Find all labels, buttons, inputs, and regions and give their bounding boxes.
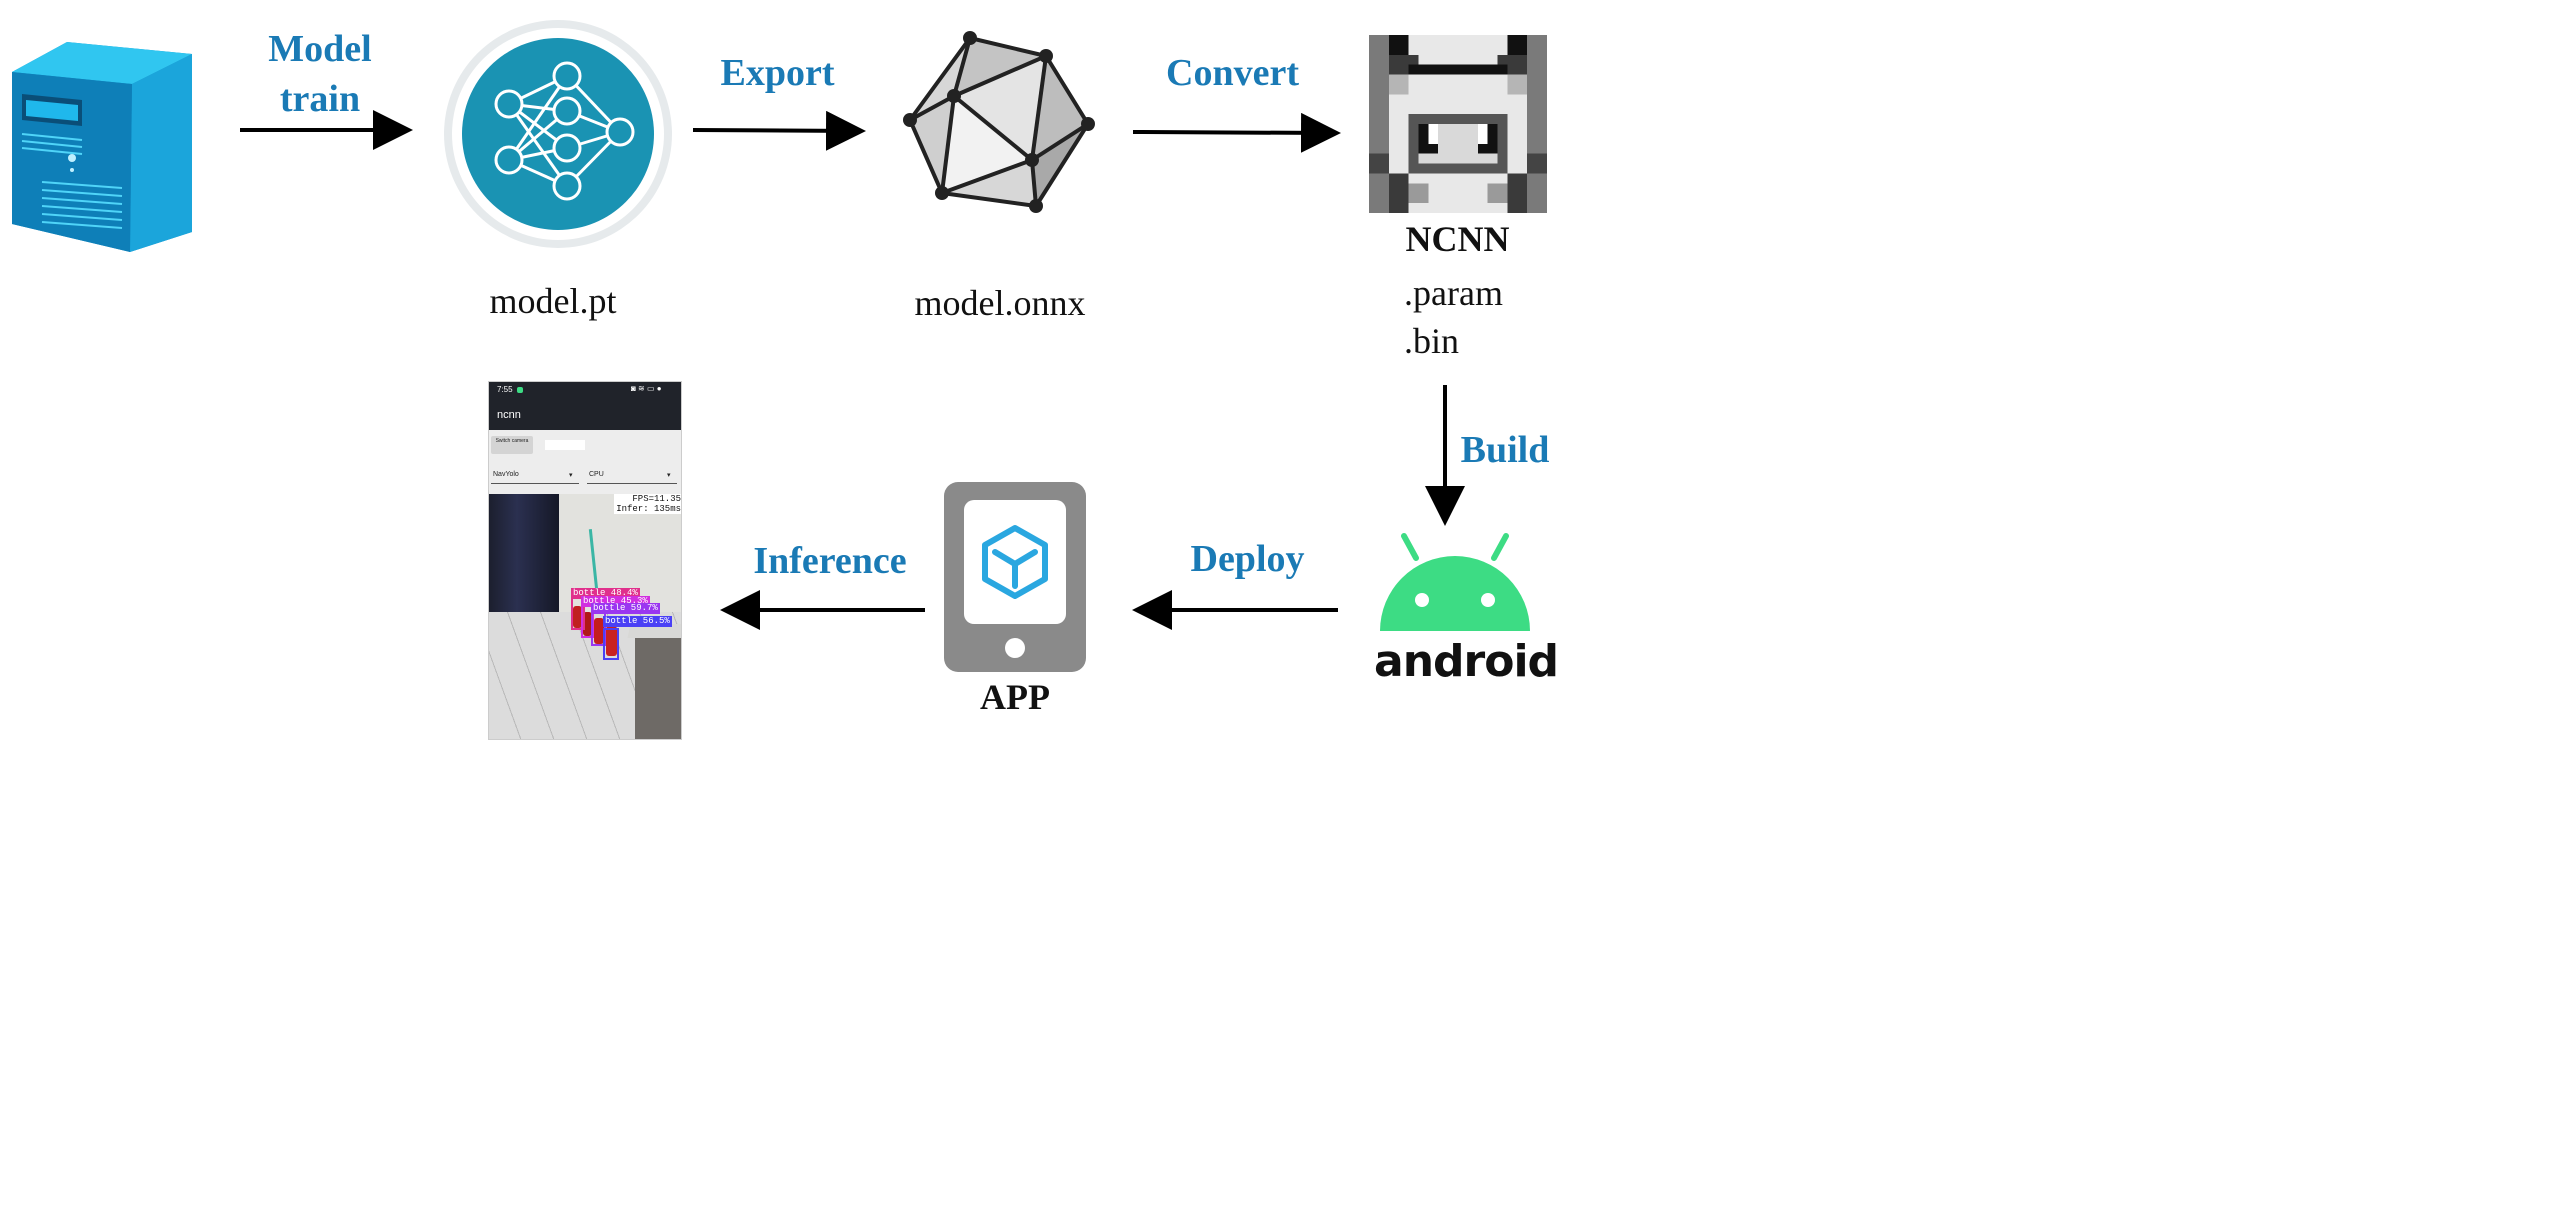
extinguisher [573, 606, 582, 628]
infer-value: Infer: 135ms [616, 504, 681, 514]
model-select[interactable]: NavYolo ▾ [491, 468, 579, 482]
device-select-value: CPU [589, 471, 604, 478]
android-robot-icon [1380, 533, 1530, 631]
arrow-export [692, 110, 866, 151]
select-divider [587, 483, 677, 484]
phone-app-icon [944, 482, 1086, 672]
ncnn-title: NCNN [1405, 219, 1510, 259]
label-model-train-line1: Model [268, 28, 372, 70]
status-icons: ◙ ≋ ▭ ● [631, 384, 662, 393]
extinguisher [594, 618, 604, 644]
ncnn-file-bin: .bin [1404, 321, 1460, 361]
caption-model-pt: model.pt [489, 281, 617, 321]
arrow-convert [1132, 112, 1341, 153]
camera-view: bottle 48.4% bottle 45.3% bottle 59.7% b… [489, 494, 681, 739]
detection-box [603, 628, 619, 660]
android-wordmark: android [1374, 636, 1559, 687]
onnx-polyhedron-icon [903, 31, 1095, 213]
label-build: Build [1460, 429, 1550, 471]
chevron-down-icon: ▾ [569, 472, 573, 479]
status-bar: 7:55 ◙ ≋ ▭ ● ncnn [489, 382, 681, 430]
chevron-down-icon: ▾ [667, 472, 671, 479]
extinguisher [606, 626, 617, 656]
detection-label: bottle 56.5% [603, 616, 672, 627]
status-time: 7:55 [497, 385, 513, 394]
switch-camera-label: Switch camera [495, 438, 529, 444]
label-export: Export [720, 52, 835, 94]
extinguisher [583, 612, 592, 636]
app-title: ncnn [497, 409, 521, 421]
flow-arrows [240, 110, 1465, 630]
model-select-value: NavYolo [493, 471, 519, 478]
status-dot-icon [517, 387, 523, 393]
label-model-train: Model train [245, 24, 395, 124]
camera-preview-field [545, 440, 585, 450]
caption-model-onnx: model.onnx [914, 283, 1086, 323]
caption-app: APP [980, 677, 1050, 717]
server-tower-icon [12, 42, 192, 252]
detection-label: bottle 48.4% [571, 588, 640, 599]
phone-screenshot: 7:55 ◙ ≋ ▭ ● ncnn Switch camera NavYolo … [488, 381, 682, 740]
label-inference: Inference [753, 540, 907, 582]
ncnn-file-param: .param [1404, 273, 1503, 313]
curtain [489, 494, 559, 624]
detection-label: bottle 59.7% [591, 603, 660, 614]
fps-value: FPS=11.35 [632, 494, 681, 504]
detection-label: bottle 45.3% [581, 596, 650, 607]
select-divider [491, 483, 579, 484]
device-select[interactable]: CPU ▾ [587, 468, 677, 482]
label-deploy: Deploy [1190, 538, 1305, 580]
switch-camera-button[interactable]: Switch camera [491, 436, 533, 454]
fps-readout: FPS=11.35 Infer: 135ms [614, 494, 681, 514]
label-model-train-line2: train [279, 78, 361, 120]
ncnn-pixel-cat-icon [1369, 35, 1547, 213]
label-convert: Convert [1166, 52, 1299, 94]
neural-network-icon [444, 20, 672, 248]
desk [635, 634, 681, 739]
